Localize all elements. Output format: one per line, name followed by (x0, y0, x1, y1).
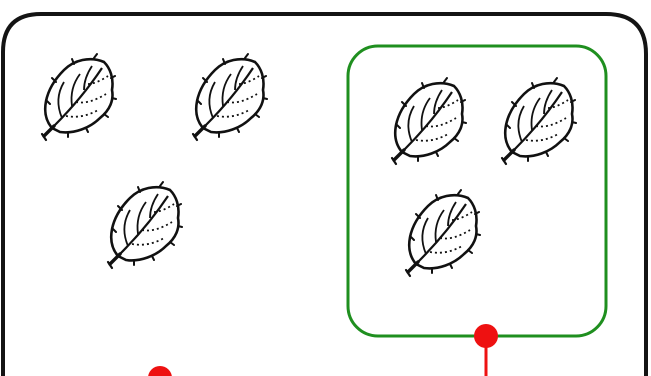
leaf-icon (390, 76, 468, 166)
inner-box-connector-dot (474, 324, 498, 348)
leaf-icon (106, 180, 184, 270)
outer-box-connector-dot (148, 366, 172, 376)
leaf-icon (500, 76, 578, 166)
leaf-icon (191, 52, 269, 142)
outer-box (1, 12, 648, 376)
leaf-icon (404, 188, 482, 278)
leaf-icon (40, 52, 118, 142)
